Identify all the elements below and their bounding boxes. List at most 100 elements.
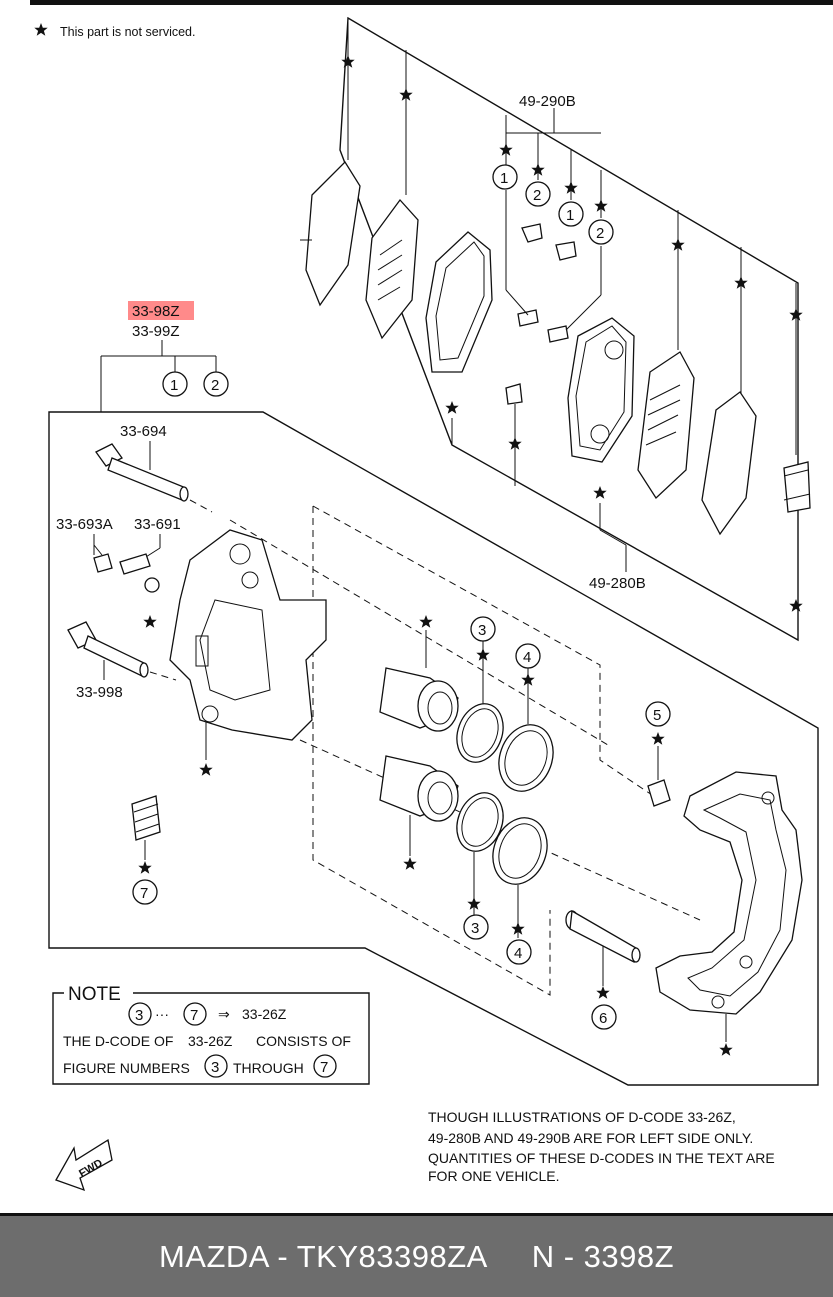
caliper-housing xyxy=(169,529,327,741)
svg-text:5: 5 xyxy=(653,707,661,724)
note-line2-b: CONSISTS OF xyxy=(256,1033,351,1049)
star-icon xyxy=(143,615,157,628)
svg-text:4: 4 xyxy=(514,945,522,962)
shim-slots xyxy=(377,239,403,301)
note-line2-code: 33-26Z xyxy=(188,1033,233,1049)
pad-set-leaders xyxy=(347,18,797,455)
piston-upper xyxy=(379,667,459,732)
svg-text:2: 2 xyxy=(533,187,541,204)
caliper-mounting-bracket xyxy=(655,771,803,1015)
figure-number-1-caliper: 1 xyxy=(162,371,188,397)
inner-shim-plate xyxy=(637,351,695,500)
svg-text:2: 2 xyxy=(211,377,219,394)
star-icon xyxy=(719,1043,733,1056)
note-line3-from: 3 xyxy=(204,1054,228,1078)
star-legend-text: This part is not serviced. xyxy=(60,25,195,39)
inner-brake-pad xyxy=(567,317,635,463)
note-range-code: 33-26Z xyxy=(242,1006,287,1022)
pad-set-label: 49-290B xyxy=(519,93,576,110)
piston-lower xyxy=(379,755,459,822)
caliper-spring-clip xyxy=(783,461,811,513)
figure-number-2-caliper: 2 xyxy=(203,371,229,397)
note-line2-a: THE D-CODE OF xyxy=(63,1033,173,1049)
note-line3-a: FIGURE NUMBERS xyxy=(63,1060,190,1076)
disclaimer-line-3: QUANTITIES OF THESE D-CODES IN THE TEXT … xyxy=(428,1150,775,1166)
star-icon xyxy=(593,486,607,499)
footer-part-number: MAZDA - TKY83398ZA N - 3398Z xyxy=(158,1238,675,1274)
star-icon xyxy=(789,599,803,612)
figure-number-4-lower: 4 xyxy=(506,939,532,965)
note-box xyxy=(52,992,370,1085)
figure-number-5: 5 xyxy=(645,701,671,727)
bleeder-cap xyxy=(93,553,113,573)
figure-number-1-upper: 1 xyxy=(492,164,518,190)
bleeder-cap-label: 33-693A xyxy=(56,516,113,533)
pad-clip-3 xyxy=(517,309,539,327)
guide-pin-boot xyxy=(647,779,671,807)
guide-bolt-lower-label: 33-998 xyxy=(76,684,123,701)
svg-text:3: 3 xyxy=(471,920,479,937)
svg-text:1: 1 xyxy=(170,377,178,394)
star-icon xyxy=(596,986,610,999)
note-line3-mid: THROUGH xyxy=(233,1060,304,1076)
svg-text:7: 7 xyxy=(140,885,148,902)
top-border xyxy=(30,0,833,5)
pad-clip-4 xyxy=(547,325,569,343)
figure-number-7: 7 xyxy=(132,879,158,905)
svg-text:1: 1 xyxy=(500,170,508,187)
note-title: NOTE xyxy=(68,984,121,1005)
figure-number-3-upper: 3 xyxy=(470,616,496,642)
bleeder-screw-label: 33-691 xyxy=(134,516,181,533)
note-range-from: 3 xyxy=(128,1002,152,1026)
bleeder-washer xyxy=(144,577,160,593)
disclaimer-line-2: 49-280B AND 49-290B ARE FOR LEFT SIDE ON… xyxy=(428,1130,753,1146)
svg-text:2: 2 xyxy=(596,225,604,242)
guide-bolt-lower xyxy=(67,621,149,678)
disclaimer-line-4: FOR ONE VEHICLE. xyxy=(428,1168,559,1184)
note-arrow: ⇒ xyxy=(218,1006,230,1022)
svg-text:3: 3 xyxy=(211,1059,219,1076)
svg-text:7: 7 xyxy=(190,1007,198,1024)
caliper-code-highlight xyxy=(128,301,194,320)
footer-bar: MAZDA - TKY83398ZA N - 3398Z xyxy=(0,1213,833,1297)
wear-indicator xyxy=(505,383,523,405)
outer-shim xyxy=(305,160,361,307)
pad-kit-outline xyxy=(339,16,799,642)
star-icon xyxy=(199,763,213,776)
svg-text:1: 1 xyxy=(566,207,574,224)
caliper-leader xyxy=(100,340,217,412)
inner-shim xyxy=(701,391,757,536)
star-icon xyxy=(651,732,665,745)
star-icon xyxy=(419,615,433,628)
fwd-arrow-icon: FWD xyxy=(55,1138,113,1192)
figure-number-2-upper: 2 xyxy=(525,181,551,207)
note-range-sep: ··· xyxy=(155,1006,169,1022)
svg-text:6: 6 xyxy=(599,1010,607,1027)
caliper-assembly-outline xyxy=(48,411,819,1086)
pad-clip-1 xyxy=(521,223,543,243)
figure-number-6: 6 xyxy=(591,1004,617,1030)
note-range-to: 7 xyxy=(183,1002,207,1026)
bleeder-screw xyxy=(119,553,151,575)
disclaimer-line-1: THOUGH ILLUSTRATIONS OF D-CODE 33-26Z, xyxy=(428,1109,736,1125)
caliper-code-alt: 33-99Z xyxy=(132,323,180,340)
outer-shim-plate xyxy=(365,198,419,340)
figure-number-1-mid: 1 xyxy=(558,201,584,227)
star-icon xyxy=(445,401,459,414)
pad-clip-2 xyxy=(555,241,577,261)
star-legend-icon xyxy=(34,23,48,36)
svg-text:7: 7 xyxy=(320,1059,328,1076)
guide-pin xyxy=(565,909,641,963)
svg-text:3: 3 xyxy=(135,1007,143,1024)
svg-text:4: 4 xyxy=(523,649,531,666)
figure-number-4-upper: 4 xyxy=(515,643,541,669)
outer-brake-pad xyxy=(425,231,493,373)
shim-set-label: 49-280B xyxy=(589,575,646,592)
figure-number-3-lower: 3 xyxy=(463,914,489,940)
note-line3-to: 7 xyxy=(313,1054,337,1078)
star-icon xyxy=(403,857,417,870)
figure-number-2-mid: 2 xyxy=(588,219,614,245)
guide-bolt-upper xyxy=(95,443,189,502)
svg-text:3: 3 xyxy=(478,622,486,639)
